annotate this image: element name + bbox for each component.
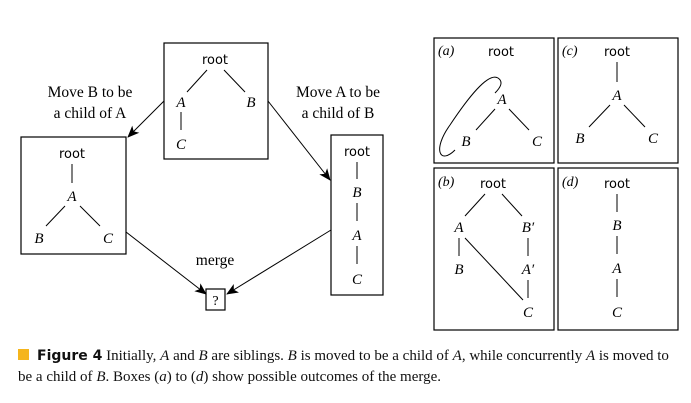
outcome-d-tag: (d) [562, 175, 579, 190]
outcome-a-cycle-loop [439, 76, 502, 157]
outcome-b-node-a: A [453, 220, 464, 236]
outcome-b-node-b: B [454, 262, 463, 278]
merge-result-box: ? [205, 288, 226, 311]
outcome-d-root-label: root [604, 177, 630, 192]
left-tree-node-a: A [66, 189, 77, 205]
outcome-a-box: (a) root A B C [433, 37, 555, 164]
outcome-a-node-a: A [496, 92, 507, 108]
right-arrow-label: Move A to be a child of B [296, 84, 380, 122]
right-chain-node-a: A [351, 228, 362, 244]
outcome-c-root-label: root [604, 45, 630, 60]
outcome-d-node-b: B [612, 218, 621, 234]
right-chain-node-b: B [352, 185, 361, 201]
outcome-c-node-a: A [611, 88, 622, 104]
initial-root-label: root [202, 53, 228, 68]
right-chain-node-c: C [352, 272, 363, 288]
figure-caption: Figure 4 Initially, A and B are siblings… [18, 346, 682, 388]
svg-text:Move B to be: Move B to be [48, 84, 133, 101]
caption-marker-icon [18, 349, 29, 360]
left-arrow-label: Move B to be a child of A [48, 84, 133, 122]
outcome-b-node-a-prime: A′ [521, 262, 535, 278]
outcome-d-node-a: A [611, 261, 622, 277]
outcome-a-node-b: B [461, 134, 470, 150]
arrow-to-right-chain [267, 100, 331, 181]
left-tree-root-label: root [59, 147, 85, 162]
outcome-b-root-label: root [480, 177, 506, 192]
right-chain-root-label: root [344, 145, 370, 160]
outcome-c-node-c: C [648, 131, 659, 147]
left-tree-node-b: B [34, 231, 43, 247]
left-result-tree-box: root A B C [20, 136, 127, 255]
outcome-b-tag: (b) [438, 175, 455, 190]
outcome-c-node-b: B [575, 131, 584, 147]
outcome-b-node-c: C [523, 305, 534, 321]
outcome-c-tag: (c) [562, 44, 578, 59]
initial-node-c: C [176, 137, 187, 153]
tree-move-figure: root A B C Move B to be a child of A Mov… [20, 37, 679, 331]
svg-text:a child of B: a child of B [302, 105, 375, 122]
outcome-b-node-b-prime: B′ [522, 220, 535, 236]
left-tree-node-c: C [103, 231, 114, 247]
arrow-to-left-tree [127, 100, 165, 138]
right-result-chain-box: root B A C [330, 134, 384, 296]
caption-text: Initially, A and B are siblings. B is mo… [18, 348, 669, 385]
caption-label: Figure 4 [37, 348, 103, 364]
initial-tree-box: root A B C [163, 42, 269, 160]
initial-node-a: A [175, 95, 186, 111]
merge-result-mark: ? [212, 294, 218, 309]
outcome-a-tag: (a) [438, 44, 455, 59]
svg-text:a child of A: a child of A [54, 105, 128, 122]
initial-node-b: B [246, 95, 255, 111]
outcome-c-box: (c) root A B C [557, 37, 679, 164]
arrow-left-to-merge [125, 231, 207, 295]
arrow-right-to-merge [226, 229, 332, 295]
svg-text:Move A to be: Move A to be [296, 84, 380, 101]
outcome-b-box: (b) root A B′ B A′ C [433, 167, 555, 331]
outcome-a-node-c: C [532, 134, 543, 150]
outcome-d-box: (d) root B A C [557, 167, 679, 331]
outcome-d-node-c: C [612, 305, 623, 321]
merge-label: merge [196, 252, 235, 269]
outcome-a-root-label: root [488, 45, 514, 60]
